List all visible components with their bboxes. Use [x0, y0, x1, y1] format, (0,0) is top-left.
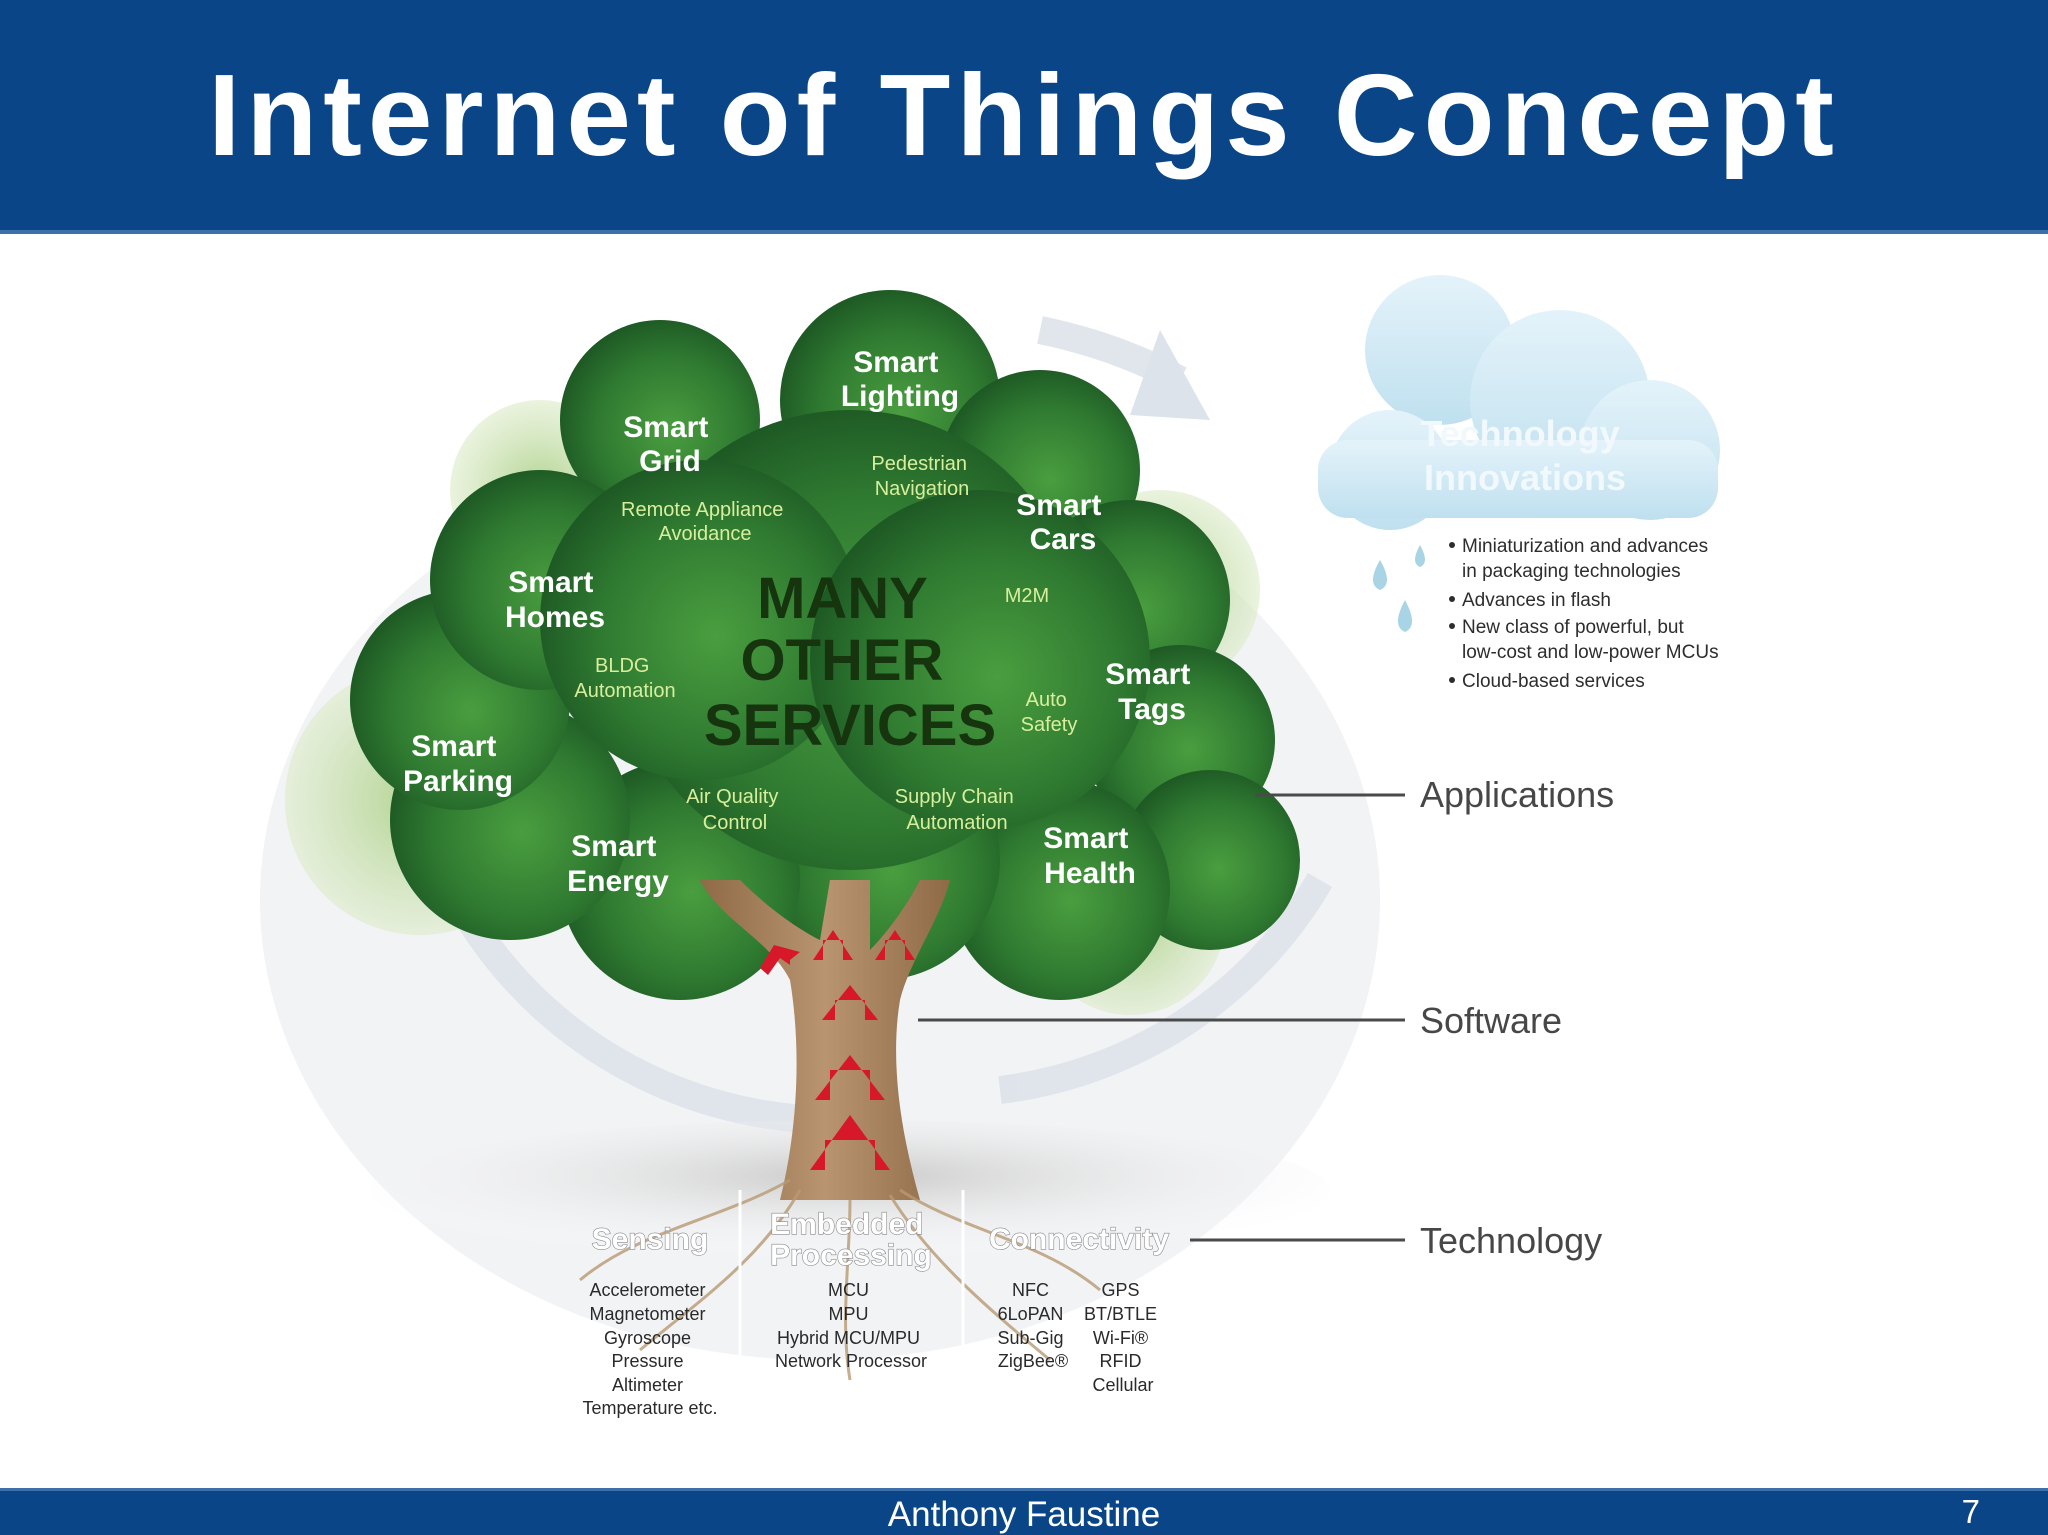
bullet-text: Cloud-based services [1462, 671, 1645, 692]
smart-lighting-label: Smart Lighting [841, 346, 959, 413]
smart-tags-label: Smart Tags [1105, 658, 1198, 726]
center-services-text: MANY OTHER SERVICES [704, 566, 996, 758]
air-quality-label: Air Quality Control [686, 786, 784, 834]
software-label: Software [1420, 1000, 1562, 1041]
remote-appliance-label: Remote Appliance Avoidance [621, 499, 789, 545]
cloud-title-line: Innovations [1424, 457, 1626, 498]
smart-homes-label: Smart Homes [505, 566, 605, 634]
smart-grid-label: Smart Grid [623, 411, 716, 478]
root-sensing: Sensing Accelerometer Magnetometer Gyros… [582, 1222, 717, 1418]
smart-parking-label: Smart Parking [403, 730, 513, 798]
connectivity-col1: NFC 6LoPAN Sub-Gig ZigBee® [997, 1280, 1068, 1371]
sensing-title: Sensing [592, 1223, 709, 1256]
connectivity-title: Connectivity [989, 1223, 1169, 1256]
root-embedded-processing: Embedded Processing MCU MPU Hybrid MCU/M… [770, 1207, 933, 1371]
tree-foliage [350, 290, 1300, 1000]
growth-arrows [760, 930, 915, 1170]
technology-label: Technology [1420, 1220, 1602, 1261]
smart-health-label: Smart Health [1043, 822, 1136, 890]
layer-labels: Applications Software Technology [918, 774, 1614, 1261]
footer-bar: Anthony Faustine 7 [0, 1488, 2048, 1535]
embedded-items: MCU MPU Hybrid MCU/MPU Network Processor [775, 1280, 927, 1371]
cloud-shape [1318, 275, 1720, 530]
connectivity-col2: GPS BT/BTLE Wi-Fi® RFID Cellular [1084, 1280, 1162, 1395]
cycle-arrowhead [1130, 330, 1210, 420]
bullet-text: New class of powerful, but low-cost and … [1462, 617, 1719, 663]
title-bar: Internet of Things Concept [0, 0, 2048, 234]
applications-label: Applications [1420, 774, 1614, 815]
footer-author: Anthony Faustine [887, 1495, 1161, 1534]
bullet-text: Miniaturization and advances in packagin… [1462, 536, 1713, 582]
supply-chain-label: Supply Chain Automation [895, 786, 1020, 834]
m2m-label: M2M [1005, 585, 1049, 607]
cloud-title: Technology Innovations [1420, 413, 1629, 498]
smart-labels: Smart Lighting Smart Grid Smart Cars Sma… [403, 346, 1198, 898]
pedestrian-navigation-label: Pedestrian Navigation [871, 453, 972, 500]
small-labels: Pedestrian Navigation Remote Appliance A… [574, 453, 1077, 834]
rain-drops [1373, 545, 1425, 632]
root-connectivity: Connectivity NFC 6LoPAN Sub-Gig ZigBee® … [988, 1222, 1170, 1395]
smart-energy-label: Smart Energy [567, 830, 669, 898]
bldg-automation-label: BLDG Automation [574, 655, 675, 702]
bullet-text: Advances in flash [1462, 590, 1611, 611]
cloud-bullets: Miniaturization and advances in packagin… [1449, 536, 1719, 692]
page-number: 7 [1961, 1493, 1980, 1530]
embedded-title: Embedded Processing [770, 1208, 932, 1272]
cloud-title-line: Technology [1420, 413, 1619, 454]
tree-trunk [700, 880, 950, 1200]
root-dividers [738, 1190, 965, 1415]
auto-safety-label: Auto Safety [1021, 689, 1078, 736]
slide-title: Internet of Things Concept [208, 50, 1840, 180]
sensing-items: Accelerometer Magnetometer Gyroscope Pre… [582, 1280, 717, 1418]
iot-tree-diagram: Technology Innovations Miniaturization a… [260, 275, 1720, 1418]
smart-cars-label: Smart Cars [1016, 489, 1109, 556]
